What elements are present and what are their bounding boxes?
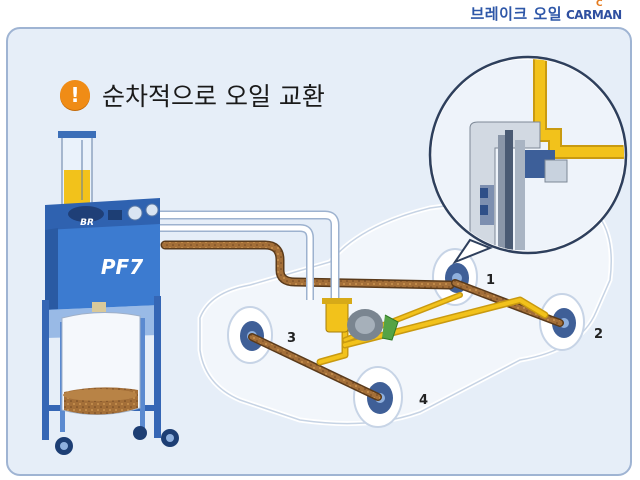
exclamation-icon: ! bbox=[60, 80, 90, 110]
machine-logo-badge bbox=[68, 206, 104, 222]
car-body-edge bbox=[199, 194, 612, 425]
header-bar: 브레이크 오일 C CARMAN bbox=[0, 0, 640, 28]
oil-exchange-machine bbox=[42, 131, 179, 455]
logo-accent-letter: C bbox=[596, 0, 603, 9]
wheel-label-3: 3 bbox=[287, 331, 297, 346]
page-heading: 순차적으로 오일 교환 bbox=[102, 82, 325, 111]
brake-caliper-zoom-callout bbox=[428, 55, 628, 265]
supply-pipes bbox=[150, 210, 340, 302]
logo-text: CARMAN bbox=[566, 8, 622, 22]
carman-logo: C CARMAN bbox=[566, 0, 634, 25]
wheel-label-1: 1 bbox=[486, 273, 496, 288]
heading-row: ! 순차적으로 오일 교환 bbox=[60, 75, 325, 115]
machine-model-label: PF7 bbox=[100, 255, 144, 279]
machine-brand-label: BR bbox=[80, 218, 94, 228]
header-title: 브레이크 오일 bbox=[470, 5, 562, 23]
wheel-label-2: 2 bbox=[594, 327, 604, 342]
master-cylinder bbox=[322, 298, 399, 341]
wheel-label-4: 4 bbox=[419, 393, 429, 408]
